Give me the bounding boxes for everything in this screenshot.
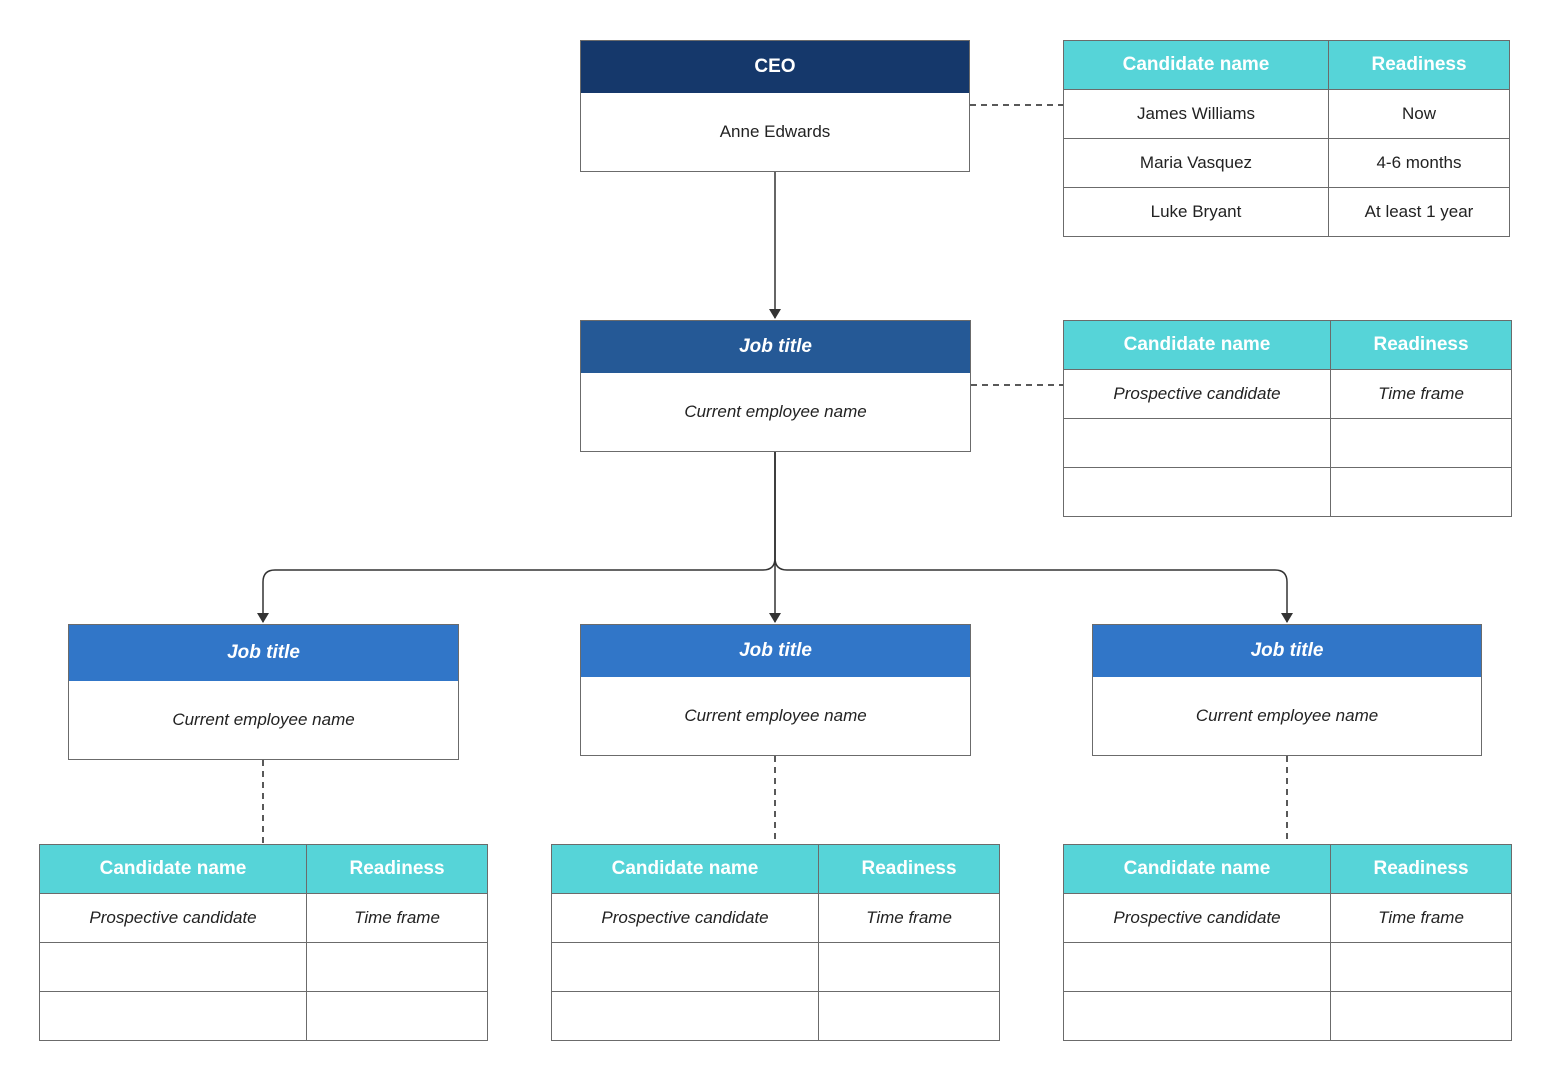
candidate-name-cell: Prospective candidate bbox=[1063, 893, 1331, 943]
readiness-cell bbox=[818, 991, 1000, 1041]
candidate-name-cell: Maria Vasquez bbox=[1063, 138, 1329, 188]
candidate-name-cell: James Williams bbox=[1063, 89, 1329, 139]
candidate-name-cell bbox=[551, 991, 819, 1041]
table-header-row: Candidate name Readiness bbox=[39, 844, 488, 894]
level2-to-left-connector bbox=[257, 452, 776, 623]
candidate-name-cell bbox=[1063, 942, 1331, 992]
level3-right-candidate-table: Candidate name Readiness Prospective can… bbox=[1063, 844, 1512, 1041]
readiness-cell bbox=[1330, 991, 1512, 1041]
level2-to-right-connector bbox=[774, 452, 1293, 623]
candidate-name-cell bbox=[1063, 418, 1331, 468]
table-row bbox=[39, 991, 488, 1041]
readiness-cell: Now bbox=[1328, 89, 1510, 139]
table-row: Luke Bryant At least 1 year bbox=[1063, 187, 1510, 237]
ceo-title: CEO bbox=[581, 41, 969, 93]
level3-left-job-title: Job title bbox=[69, 625, 458, 681]
ceo-candidate-table: Candidate name Readiness James Williams … bbox=[1063, 40, 1510, 237]
table-row bbox=[551, 942, 1000, 992]
readiness-header: Readiness bbox=[306, 844, 488, 894]
level3-center-node[interactable]: Job title Current employee name bbox=[580, 624, 971, 756]
level3-center-employee-name: Current employee name bbox=[684, 706, 867, 725]
ceo-name: Anne Edwards bbox=[719, 122, 831, 141]
candidate-name-header: Candidate name bbox=[1063, 844, 1331, 894]
candidate-name-cell: Prospective candidate bbox=[551, 893, 819, 943]
candidate-name-header: Candidate name bbox=[39, 844, 307, 894]
level3-right-job-title: Job title bbox=[1093, 625, 1481, 677]
level2-employee-name: Current employee name bbox=[684, 402, 867, 421]
table-row bbox=[1063, 418, 1512, 468]
table-row: Prospective candidate Time frame bbox=[39, 893, 488, 943]
candidate-name-cell bbox=[39, 991, 307, 1041]
readiness-cell: Time frame bbox=[306, 893, 488, 943]
table-row bbox=[1063, 467, 1512, 517]
level3-right-employee-name: Current employee name bbox=[1195, 706, 1379, 725]
table-header-row: Candidate name Readiness bbox=[1063, 40, 1510, 90]
candidate-name-cell bbox=[551, 942, 819, 992]
candidate-name-cell bbox=[1063, 991, 1331, 1041]
readiness-cell: Time frame bbox=[1330, 893, 1512, 943]
candidate-name-cell: Prospective candidate bbox=[1063, 369, 1331, 419]
table-row bbox=[1063, 991, 1512, 1041]
level3-right-node[interactable]: Job title Current employee name bbox=[1092, 624, 1482, 756]
candidate-name-cell: Luke Bryant bbox=[1063, 187, 1329, 237]
level2-job-title: Job title bbox=[581, 321, 970, 373]
level3-left-employee-name: Current employee name bbox=[172, 710, 355, 729]
readiness-cell bbox=[1330, 418, 1512, 468]
readiness-header: Readiness bbox=[818, 844, 1000, 894]
readiness-header: Readiness bbox=[1330, 320, 1512, 370]
candidate-name-cell bbox=[1063, 467, 1331, 517]
readiness-cell: At least 1 year bbox=[1328, 187, 1510, 237]
level3-left-node[interactable]: Job title Current employee name bbox=[68, 624, 459, 760]
readiness-cell: Time frame bbox=[818, 893, 1000, 943]
table-row: Prospective candidate Time frame bbox=[1063, 893, 1512, 943]
candidate-name-header: Candidate name bbox=[551, 844, 819, 894]
table-row bbox=[1063, 942, 1512, 992]
level3-center-job-title: Job title bbox=[581, 625, 970, 677]
readiness-cell: 4-6 months bbox=[1328, 138, 1510, 188]
table-row: Prospective candidate Time frame bbox=[1063, 369, 1512, 419]
readiness-cell bbox=[1330, 467, 1512, 517]
table-row: Prospective candidate Time frame bbox=[551, 893, 1000, 943]
level2-candidate-table: Candidate name Readiness Prospective can… bbox=[1063, 320, 1512, 517]
readiness-cell bbox=[306, 942, 488, 992]
readiness-header: Readiness bbox=[1330, 844, 1512, 894]
readiness-header: Readiness bbox=[1328, 40, 1510, 90]
table-header-row: Candidate name Readiness bbox=[1063, 844, 1512, 894]
table-row: Maria Vasquez 4-6 months bbox=[1063, 138, 1510, 188]
level2-node[interactable]: Job title Current employee name bbox=[580, 320, 971, 452]
readiness-cell bbox=[1330, 942, 1512, 992]
ceo-node[interactable]: CEO Anne Edwards bbox=[580, 40, 970, 172]
candidate-name-cell bbox=[39, 942, 307, 992]
table-row bbox=[39, 942, 488, 992]
table-header-row: Candidate name Readiness bbox=[1063, 320, 1512, 370]
table-header-row: Candidate name Readiness bbox=[551, 844, 1000, 894]
candidate-name-cell: Prospective candidate bbox=[39, 893, 307, 943]
level3-center-candidate-table: Candidate name Readiness Prospective can… bbox=[551, 844, 1000, 1041]
table-row bbox=[551, 991, 1000, 1041]
table-row: James Williams Now bbox=[1063, 89, 1510, 139]
readiness-cell: Time frame bbox=[1330, 369, 1512, 419]
candidate-name-header: Candidate name bbox=[1063, 40, 1329, 90]
readiness-cell bbox=[818, 942, 1000, 992]
candidate-name-header: Candidate name bbox=[1063, 320, 1331, 370]
readiness-cell bbox=[306, 991, 488, 1041]
level3-left-candidate-table: Candidate name Readiness Prospective can… bbox=[39, 844, 488, 1041]
